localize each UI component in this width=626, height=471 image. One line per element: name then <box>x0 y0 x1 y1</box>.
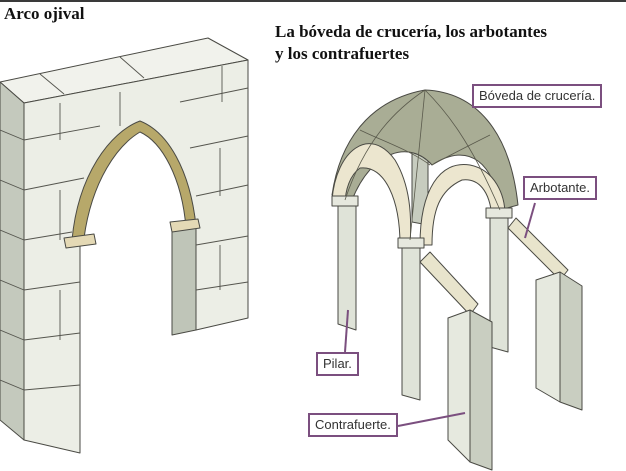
title-line-2: y los contrafuertes <box>275 44 410 63</box>
title-line-1: La bóveda de crucería, los arbotantes <box>275 22 547 41</box>
rib-vault-drawing <box>331 89 583 471</box>
label-contrafuerte: Contrafuerte. <box>308 413 398 437</box>
leader-lines <box>344 202 536 427</box>
contrafuerte-leader <box>397 412 466 427</box>
title-boveda-cruceria: La bóveda de crucería, los arbotantes y … <box>275 21 547 65</box>
label-pilar: Pilar. <box>316 352 359 376</box>
top-border <box>0 0 626 2</box>
label-arbotante: Arbotante. <box>523 176 597 200</box>
pointed-arch-drawing <box>0 37 249 454</box>
title-arco-ojival: Arco ojival <box>4 4 85 23</box>
arbotante-leader <box>524 202 536 239</box>
label-boveda-cruceria: Bóveda de crucería. <box>472 84 603 108</box>
pilar-leader <box>344 309 349 353</box>
